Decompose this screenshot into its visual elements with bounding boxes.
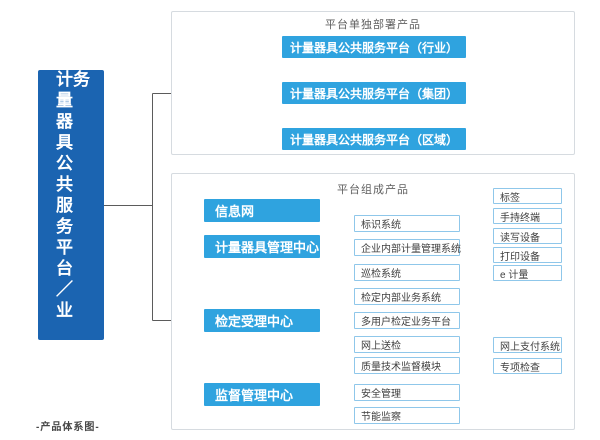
- node-multiuser-verification-platform: 多用户检定业务平台: [354, 312, 460, 329]
- node-online-submission: 网上送检: [354, 336, 460, 353]
- root-node-label: 计量器具公共服务平台／业务: [53, 70, 89, 322]
- node-read-write-device: 读写设备: [493, 228, 562, 244]
- root-node-metering-platform: 计量器具公共服务平台／业务: [38, 70, 104, 340]
- node-label-tag: 标签: [493, 188, 562, 204]
- node-quality-tech-supervision-module: 质量技术监督模块: [354, 357, 460, 374]
- node-e-metering: e 计量: [493, 265, 562, 281]
- node-instrument-management-center: 计量器具管理中心: [204, 235, 320, 258]
- node-inspection-system: 巡检系统: [354, 264, 460, 281]
- diagram-caption: -产品体系图-: [36, 422, 100, 433]
- node-enterprise-internal-metering-system: 企业内部计量管理系统: [354, 239, 461, 256]
- deploy-section-title: 平台单独部署产品: [325, 19, 421, 31]
- node-verification-internal-business-system: 检定内部业务系统: [354, 288, 460, 305]
- node-identification-system: 标识系统: [354, 215, 460, 232]
- node-energy-saving-supervision: 节能监察: [354, 407, 460, 424]
- node-security-management: 安全管理: [354, 384, 460, 401]
- node-verification-acceptance-center: 检定受理中心: [204, 309, 320, 332]
- node-platform-group: 计量器具公共服务平台（集团）: [282, 82, 466, 104]
- node-handheld-terminal: 手持终端: [493, 208, 562, 224]
- compose-section-title: 平台组成产品: [337, 184, 409, 196]
- node-supervision-management-center: 监督管理中心: [204, 383, 320, 406]
- node-printing-device: 打印设备: [493, 247, 562, 263]
- node-online-payment-system: 网上支付系统: [493, 337, 562, 353]
- node-platform-region: 计量器具公共服务平台（区域）: [282, 128, 466, 150]
- node-information-network: 信息网: [204, 199, 320, 222]
- node-special-inspection: 专项检查: [493, 358, 562, 374]
- node-platform-industry: 计量器具公共服务平台（行业）: [282, 36, 466, 58]
